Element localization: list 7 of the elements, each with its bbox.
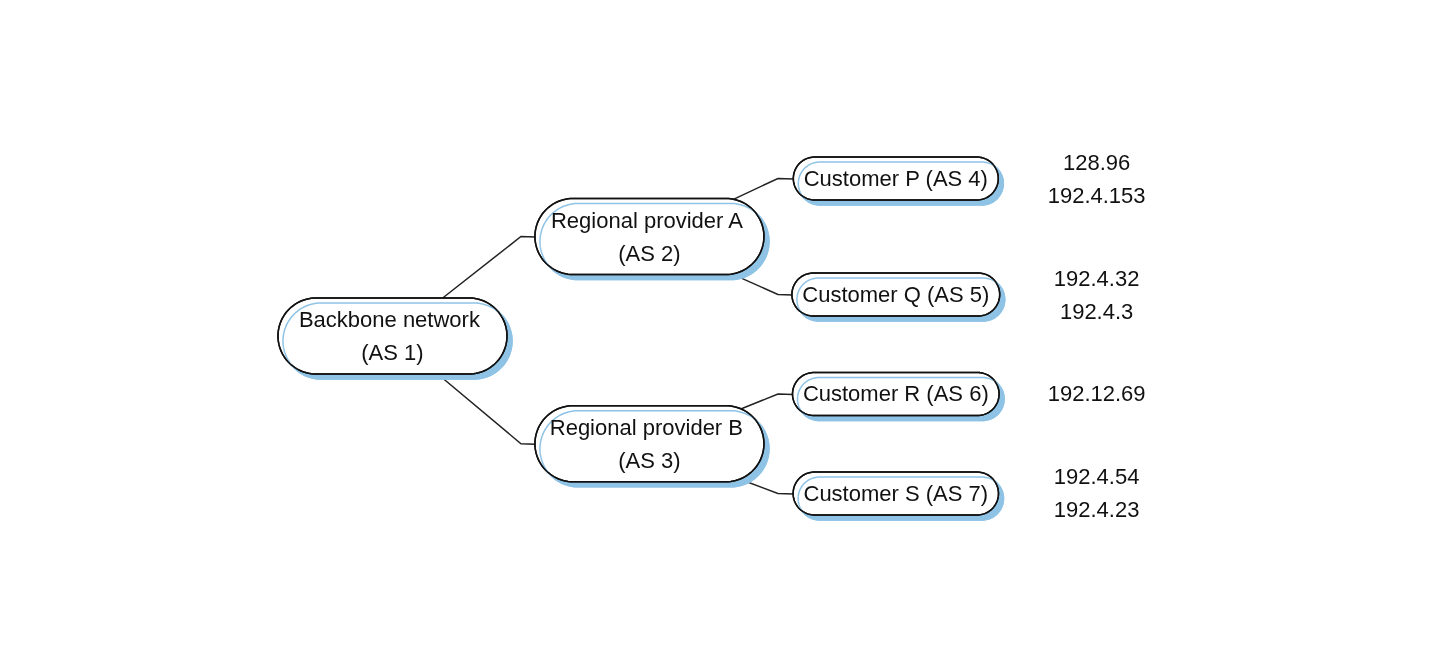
node-label: 192.4.23 <box>1054 497 1140 522</box>
node-label: 128.96 <box>1063 149 1131 174</box>
node-label: 192.4.54 <box>1054 464 1140 489</box>
node-label: 192.12.69 <box>1047 381 1146 406</box>
node-label: 192.4.3 <box>1060 298 1134 323</box>
node-label: 192.4.32 <box>1054 265 1140 290</box>
node-label: 192.4.153 <box>1047 182 1146 207</box>
